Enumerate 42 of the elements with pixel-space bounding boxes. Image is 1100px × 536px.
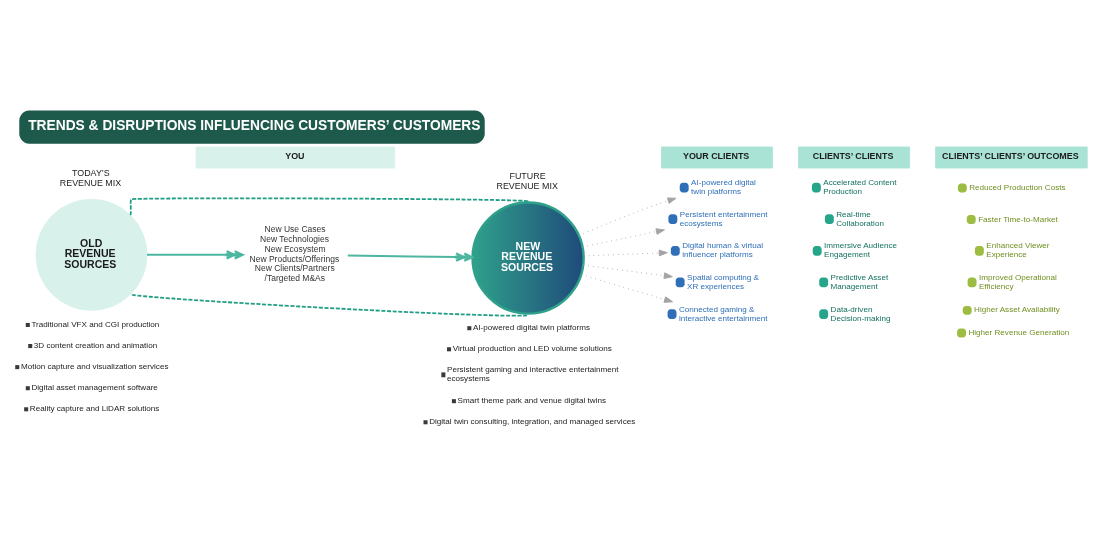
label: Smart theme park and venue digital twins bbox=[457, 396, 607, 406]
node-label: Connected gaming & interactive entertainment bbox=[678, 304, 768, 323]
arrow bbox=[583, 249, 668, 257]
diagram-title: TRENDS & DISRUPTIONS INFLUENCING CUSTOMERS’ CUSTOMERS bbox=[28, 118, 481, 134]
arrow bbox=[578, 197, 677, 237]
node-label: Spatial computing & XR experiences bbox=[687, 272, 760, 291]
node-label: Digital human & virtual influencer platforms bbox=[682, 241, 764, 260]
label: 3D content creation and animation bbox=[33, 341, 158, 351]
label: Persistent gaming and interactive entertainment ecosystems bbox=[447, 365, 619, 384]
node-label: Enhanced Viewer Experience bbox=[986, 241, 1050, 260]
label: Motion capture and visualization services bbox=[20, 362, 169, 372]
connector bbox=[131, 293, 529, 317]
node-circle: OLD REVENUE SOURCES bbox=[35, 198, 148, 311]
node-label: Faster Time-to-Market bbox=[978, 214, 1058, 224]
label: AI-powered digital twin platforms bbox=[472, 323, 590, 333]
node-label: Improved Operational Efficiency bbox=[978, 272, 1057, 291]
label: Digital twin consulting, integration, and managed services bbox=[429, 417, 636, 427]
node-label: Data-driven Decision-making bbox=[830, 304, 891, 323]
node-label: FUTURE REVENUE MIX bbox=[496, 171, 558, 191]
connector bbox=[129, 197, 529, 216]
node-label: Reduced Production Costs bbox=[969, 182, 1066, 192]
node-label: Accelerated Content Production bbox=[823, 178, 897, 197]
node-label: Persistent entertainment ecosystems bbox=[679, 209, 768, 228]
node-box: YOU bbox=[195, 146, 396, 169]
node-label: TODAY’S REVENUE MIX bbox=[59, 168, 122, 188]
node-label: AI-powered digital twin platforms bbox=[691, 178, 756, 197]
node-box: CLIENTS’ CLIENTS’ OUTCOMES bbox=[935, 146, 1088, 169]
node-label: Higher Asset Availability bbox=[974, 305, 1060, 315]
label: Reality capture and LiDAR solutions bbox=[29, 404, 160, 414]
node-label: Immersive Audience Engagement bbox=[824, 241, 897, 260]
node-label: Higher Revenue Generation bbox=[968, 328, 1070, 338]
node-label: Predictive Asset Management bbox=[830, 272, 889, 291]
node-label: Real-time Collaboration bbox=[836, 209, 884, 228]
arrow bbox=[580, 273, 674, 303]
label: Traditional VFX and CGI production bbox=[31, 319, 160, 329]
node-box: YOUR CLIENTS bbox=[661, 146, 773, 169]
label: Virtual production and LED volume solutions bbox=[452, 344, 612, 354]
node-text: New Use Cases New Technologies New Ecosystem New Products/Offerings New Clients/Partners /Targeted M&As bbox=[249, 224, 340, 284]
arrow bbox=[582, 264, 673, 279]
node-circle: NEW REVENUE SOURCES bbox=[471, 201, 585, 315]
node-box: CLIENTS’ CLIENTS bbox=[798, 146, 911, 169]
label: Digital asset management software bbox=[31, 383, 158, 393]
